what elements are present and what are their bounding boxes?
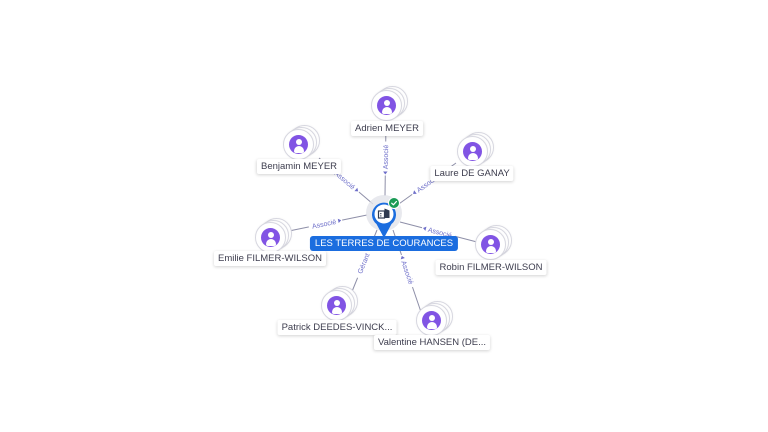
person-name-label[interactable]: Laure DE GANAY: [430, 166, 514, 181]
edge-arrow-icon: [337, 218, 342, 224]
person-icon-head: [469, 145, 476, 152]
person-icon-body: [293, 146, 304, 153]
edge-label-background: [307, 215, 344, 232]
person-icon-head: [333, 299, 340, 306]
avatar-disc: [475, 229, 506, 260]
edge-arrow-icon: [423, 226, 427, 231]
edge-label-background: [380, 141, 391, 176]
person-icon: [327, 296, 346, 315]
avatar-disc: [457, 136, 488, 167]
avatar-disc: [321, 290, 352, 321]
person-icon: [377, 96, 396, 115]
edge-arrow-icon: [354, 187, 359, 192]
person-icon: [481, 235, 500, 254]
person-name-label[interactable]: Emilie FILMER-WILSON: [214, 251, 326, 266]
edge-arrow-icon: [383, 171, 388, 175]
edge-label-background: [353, 244, 375, 280]
person-icon: [261, 228, 280, 247]
edge-label-group: Associé: [380, 141, 391, 176]
person-icon-body: [331, 307, 342, 314]
person-name-label[interactable]: Robin FILMER-WILSON: [435, 260, 547, 275]
company-name-label[interactable]: LES TERRES DE COURANCES: [309, 236, 459, 251]
edge-arrow-icon: [412, 190, 417, 194]
company-node[interactable]: [366, 194, 402, 240]
person-icon-body: [381, 107, 392, 114]
building-icon: [377, 208, 390, 219]
person-icon-head: [267, 231, 274, 238]
avatar-disc: [283, 129, 314, 160]
person-name-label[interactable]: Adrien MEYER: [351, 121, 423, 136]
person-icon-head: [487, 238, 494, 245]
person-icon-head: [383, 99, 390, 106]
person-name-label[interactable]: Patrick DEEDES-VINCK...: [277, 320, 397, 335]
person-icon-head: [295, 138, 302, 145]
edge-relation-label: Associé: [383, 145, 390, 170]
person-icon: [422, 311, 441, 330]
edge-arrow-icon: [400, 255, 405, 260]
person-icon-body: [426, 322, 437, 329]
edge-label-group: Associé: [397, 253, 417, 289]
person-icon-body: [467, 153, 478, 160]
edge-label-group: Associé: [307, 215, 344, 232]
avatar-disc: [416, 305, 447, 336]
person-name-label[interactable]: Valentine HANSEN (DE...: [373, 335, 491, 350]
person-icon: [289, 135, 308, 154]
person-icon-head: [428, 314, 435, 321]
check-badge-icon: [388, 197, 400, 209]
person-icon-body: [485, 246, 496, 253]
edge-label-background: [397, 253, 417, 289]
avatar-disc: [255, 222, 286, 253]
person-icon-body: [265, 239, 276, 246]
person-name-label[interactable]: Benjamin MEYER: [256, 159, 342, 174]
edge-relation-label: Associé: [312, 219, 338, 231]
avatar-disc: [371, 90, 402, 121]
person-icon: [463, 142, 482, 161]
